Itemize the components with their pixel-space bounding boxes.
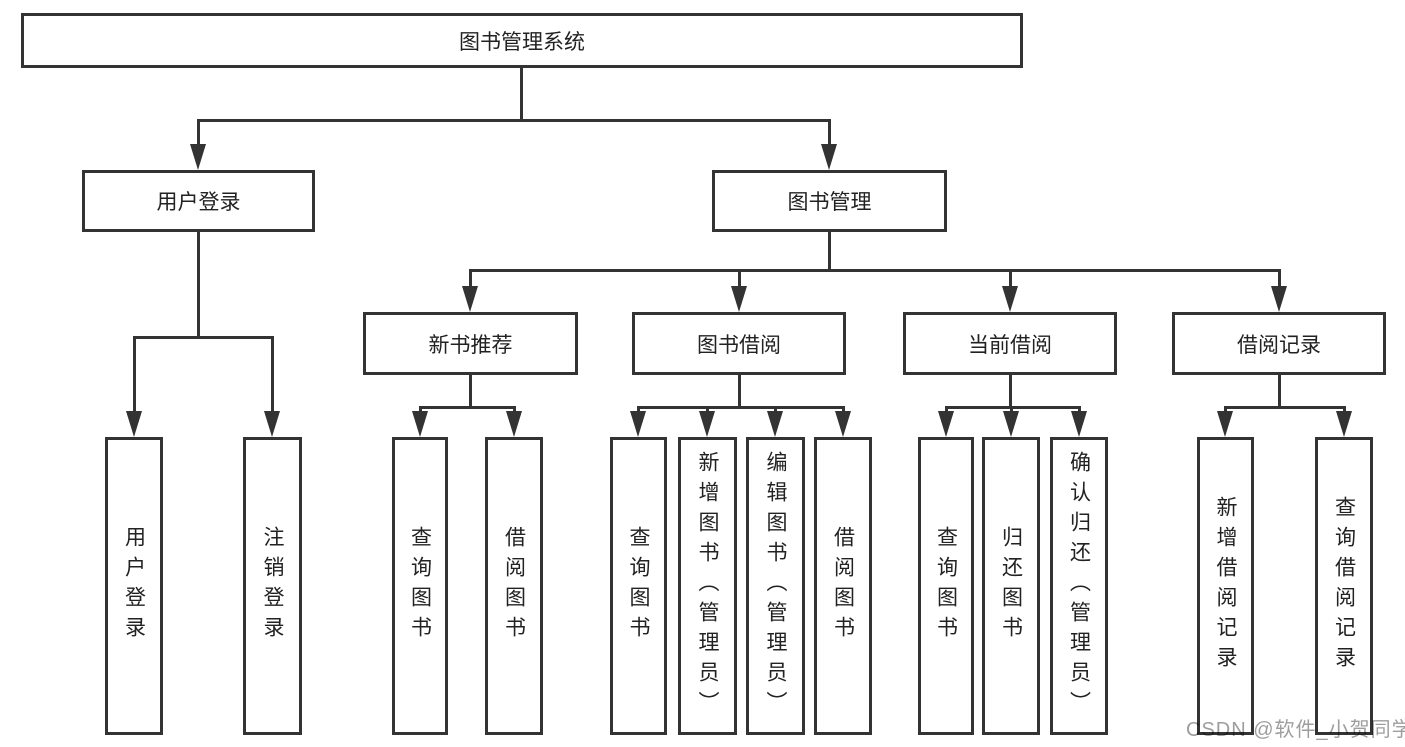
node-user-login: 用户登录 xyxy=(82,170,315,232)
connector-vline xyxy=(1278,269,1281,291)
arrowhead-icon xyxy=(412,411,428,437)
arrowhead-icon xyxy=(1217,411,1233,437)
connector-vline xyxy=(1009,375,1012,409)
leaf-logout: 注销登录 xyxy=(243,437,302,735)
leaf-borrow-books-recommend: 借阅图书 xyxy=(485,437,543,735)
leaf-confirm-return-admin: 确认归还（管理员） xyxy=(1050,437,1108,735)
arrowhead-icon xyxy=(630,411,646,437)
connector-vline xyxy=(738,375,741,409)
connector-vline xyxy=(828,232,831,272)
connector-vline xyxy=(469,375,472,409)
node-current-borrow: 当前借阅 xyxy=(903,312,1117,375)
arrowhead-icon xyxy=(190,144,206,170)
arrowhead-icon xyxy=(264,411,280,437)
arrowhead-icon xyxy=(462,286,478,312)
connector-hline xyxy=(469,269,1281,272)
connector-vline xyxy=(738,269,741,291)
node-borrow-records: 借阅记录 xyxy=(1172,312,1386,375)
leaf-user-login: 用户登录 xyxy=(105,437,163,735)
arrowhead-icon xyxy=(126,411,142,437)
arrowhead-icon xyxy=(938,411,954,437)
connector-vline xyxy=(197,119,200,150)
arrowhead-icon xyxy=(1071,411,1087,437)
arrowhead-icon xyxy=(506,411,522,437)
arrowhead-icon xyxy=(731,286,747,312)
leaf-edit-books-admin: 编辑图书（管理员） xyxy=(746,437,805,735)
connector-vline xyxy=(197,232,200,339)
connector-vline xyxy=(520,67,523,122)
arrowhead-icon xyxy=(1002,286,1018,312)
leaf-add-books-admin: 新增图书（管理员） xyxy=(678,437,737,735)
arrowhead-icon xyxy=(1336,411,1352,437)
leaf-add-borrow-record: 新增借阅记录 xyxy=(1197,437,1254,735)
leaf-query-books-current: 查询图书 xyxy=(918,437,974,735)
arrowhead-icon xyxy=(1271,286,1287,312)
connector-vline xyxy=(469,269,472,291)
connector-hline xyxy=(197,119,831,122)
arrowhead-icon xyxy=(767,411,783,437)
connector-vline xyxy=(133,336,136,414)
node-book-borrow: 图书借阅 xyxy=(632,312,846,375)
leaf-borrow-books: 借阅图书 xyxy=(814,437,872,735)
leaf-return-books: 归还图书 xyxy=(982,437,1040,735)
arrowhead-icon xyxy=(835,411,851,437)
connector-vline xyxy=(828,119,831,150)
arrowhead-icon xyxy=(1003,411,1019,437)
connector-vline xyxy=(1278,375,1281,409)
connector-hline xyxy=(637,406,845,409)
node-root-library-system: 图书管理系统 xyxy=(21,13,1023,68)
connector-vline xyxy=(271,336,274,414)
arrowhead-icon xyxy=(699,411,715,437)
leaf-query-books-recommend: 查询图书 xyxy=(392,437,448,735)
connector-hline xyxy=(945,406,1081,409)
node-book-management: 图书管理 xyxy=(712,170,947,232)
connector-hline xyxy=(1224,406,1345,409)
connector-hline xyxy=(133,336,274,339)
connector-hline xyxy=(419,406,516,409)
node-new-book-recommend: 新书推荐 xyxy=(363,312,578,375)
leaf-query-books-borrow: 查询图书 xyxy=(610,437,667,735)
arrowhead-icon xyxy=(821,144,837,170)
csdn-watermark: CSDN @软件_小贺同学 xyxy=(1186,719,1405,741)
leaf-query-borrow-record: 查询借阅记录 xyxy=(1315,437,1373,735)
connector-vline xyxy=(1009,269,1012,291)
